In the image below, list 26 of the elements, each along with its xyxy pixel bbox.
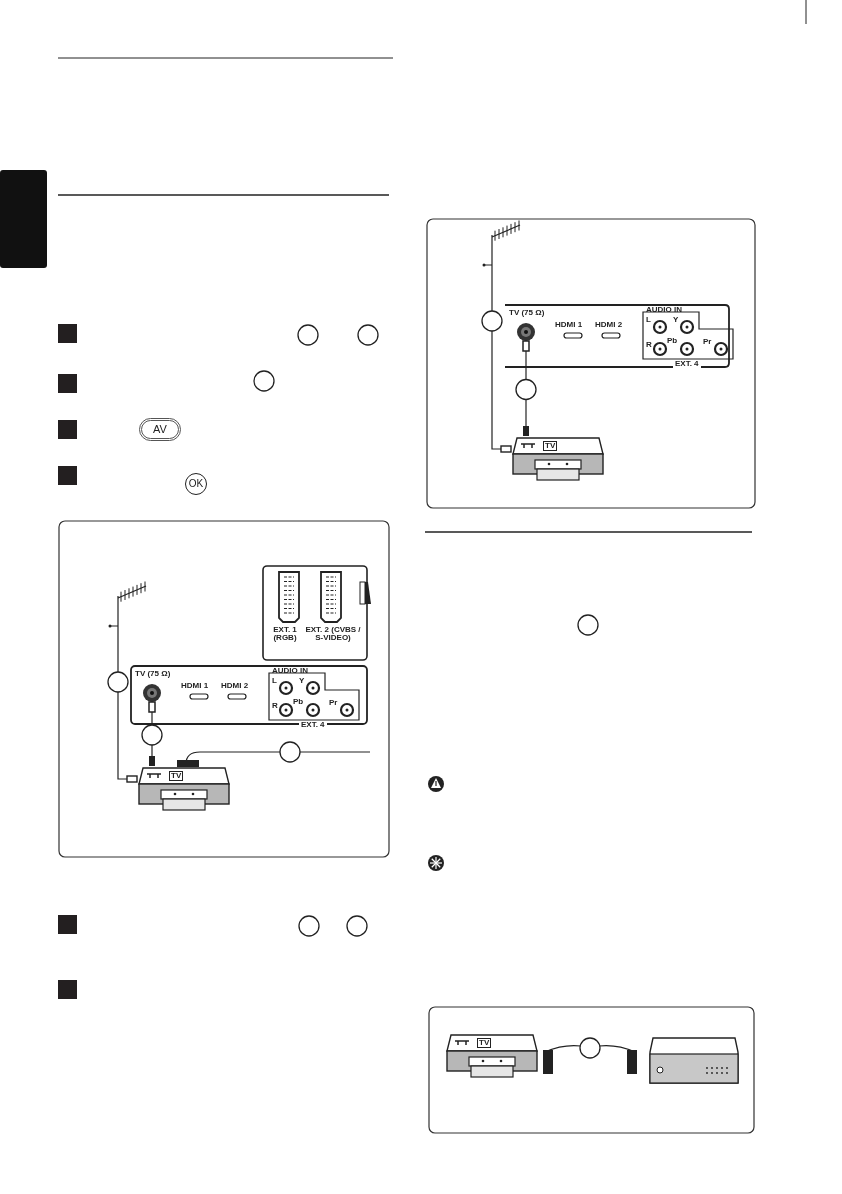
socket-label: R — [646, 341, 652, 349]
socket-label: HDMI 2 — [221, 682, 249, 690]
side-tab — [0, 170, 47, 268]
socket-label: Pb — [293, 698, 304, 706]
socket-label: EXT. 4 — [299, 721, 327, 729]
socket-label: Y — [673, 316, 679, 324]
socket-label: Pr — [703, 338, 712, 346]
socket-label: L — [272, 677, 277, 685]
socket-label: EXT. 1 (RGB) — [272, 626, 298, 642]
socket-label: HDMI 2 — [595, 321, 623, 329]
socket-label: EXT. 4 — [673, 360, 701, 368]
tv-mark-label: TV — [543, 441, 558, 451]
socket-label: HDMI 1 — [555, 321, 583, 329]
socket-label: AUDIO IN — [272, 667, 308, 675]
tv-mark-label: TV — [477, 1038, 492, 1048]
socket-label: L — [646, 316, 651, 324]
tv-mark-label: TV — [169, 771, 184, 781]
socket-label: TV (75 Ω) — [135, 670, 171, 678]
socket-label: HDMI 1 — [181, 682, 209, 690]
socket-label: Pr — [329, 699, 338, 707]
socket-label: Y — [299, 677, 305, 685]
socket-label: EXT. 2 (CVBS / S-VIDEO) — [305, 626, 361, 642]
socket-label: AUDIO IN — [646, 306, 682, 314]
socket-label: R — [272, 702, 278, 710]
socket-label: Pb — [667, 337, 678, 345]
socket-label: TV (75 Ω) — [509, 309, 545, 317]
